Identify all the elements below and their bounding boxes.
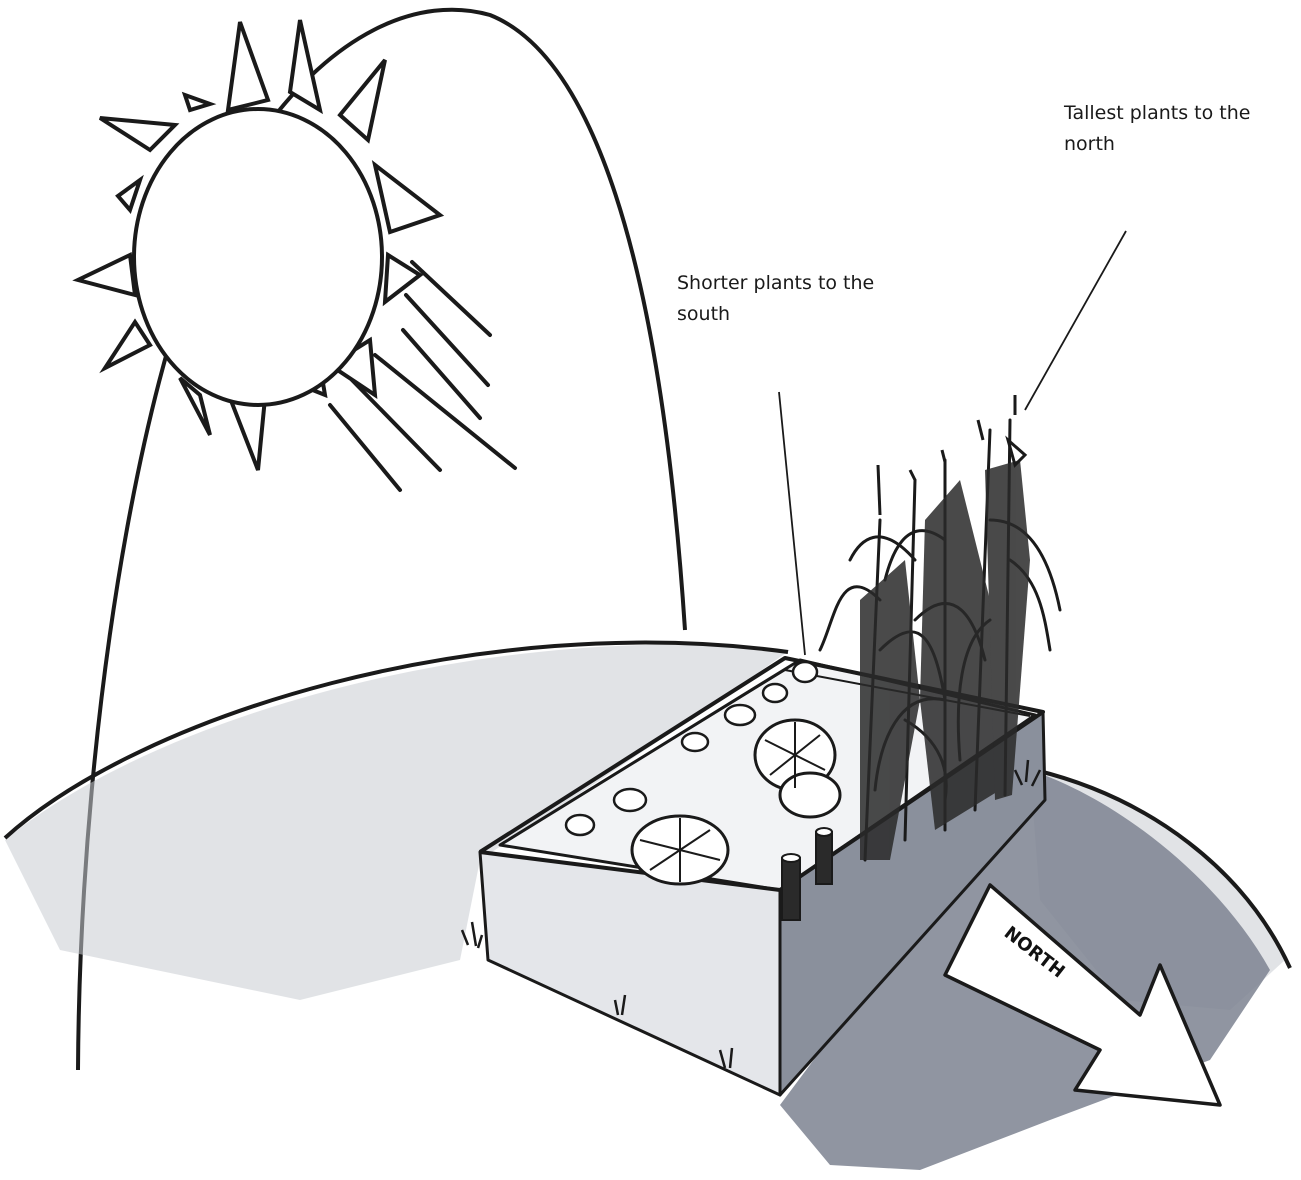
callout-shorter-line2: south — [677, 303, 730, 325]
sun-disc — [134, 109, 382, 405]
callout-line-tallest — [1025, 231, 1126, 410]
callout-tallest-line1: Tallest plants to the — [1064, 102, 1250, 124]
callout-line-shorter — [779, 392, 805, 655]
callout-tallest-line2: north — [1064, 133, 1115, 155]
callout-shorter-line1: Shorter plants to the — [677, 272, 874, 294]
callout-shorter-plants: Shorter plants to the south — [677, 268, 917, 330]
bed-front-side — [480, 852, 780, 1095]
callout-tallest-plants: Tallest plants to the north — [1064, 98, 1294, 160]
